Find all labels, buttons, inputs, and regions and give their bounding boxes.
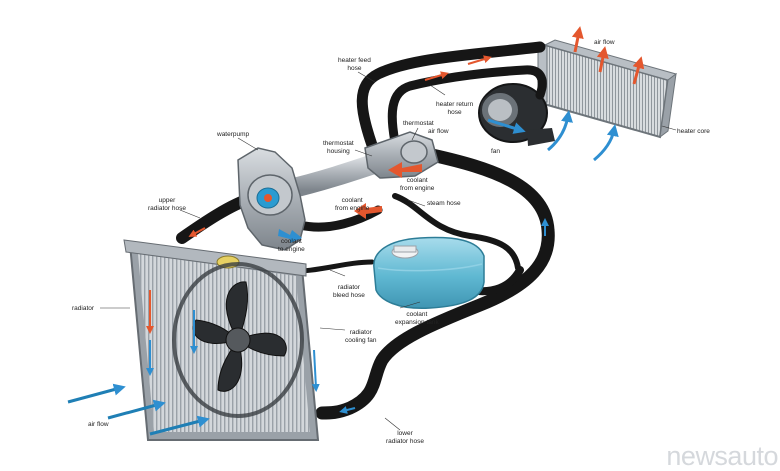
label-thermostat: thermostat [403, 120, 434, 127]
label-radiator-bleed-hose: radiator bleed hose [333, 284, 365, 299]
label-lower-radiator-hose: lower radiator hose [386, 430, 424, 445]
hose-flow-arrows [188, 55, 549, 414]
label-thermostat-housing: thermostat housing [323, 140, 354, 155]
label-heater-feed-hose: heater feed hose [338, 57, 371, 72]
radiator-cooling-fan [192, 281, 287, 392]
radiator [123, 239, 320, 441]
label-fan: fan [491, 148, 501, 155]
air-flow-arrows-fan [487, 110, 619, 162]
label-coolant-to-engine: coolant to engine [278, 238, 305, 253]
label-waterpump: waterpump [217, 131, 250, 138]
label-air-flow-top: air flow [594, 39, 615, 46]
label-upper-radiator-hose: upper radiator hose [148, 197, 186, 212]
air-flow-arrows-left [67, 383, 210, 436]
heater-feed-hose [356, 41, 546, 151]
engine-assembly [237, 131, 439, 251]
label-radiator-cooling-fan: radiator cooling fan [345, 329, 377, 344]
lower-radiator-hose-long [315, 148, 555, 420]
coolant-arrows [278, 162, 422, 243]
label-coolant-expansion-tank: coolant expansion tank [395, 311, 439, 326]
heater-core [535, 39, 678, 139]
label-heater-core: heater core [677, 128, 710, 135]
label-air-flow-bottom: air flow [88, 421, 109, 428]
steam-hose [392, 193, 521, 271]
label-heater-return-hose: heater return hose [436, 101, 474, 116]
label-steam-hose: steam hose [427, 200, 461, 207]
logo-text: newsauto [666, 441, 778, 471]
label-radiator: radiator [72, 305, 95, 312]
newsauto-logo: newsauto [604, 441, 778, 471]
leader-lines [100, 71, 677, 431]
label-coolant-from-engine-1: coolant from engine [400, 177, 435, 192]
heater-return-hose [387, 65, 547, 147]
coolant-expansion-tank [373, 236, 485, 309]
label-air-flow-mid: air flow [428, 128, 449, 135]
label-coolant-from-engine-2: coolant from engine [335, 197, 370, 212]
heater-fan [478, 83, 555, 146]
air-flow-arrows-top [571, 26, 645, 85]
